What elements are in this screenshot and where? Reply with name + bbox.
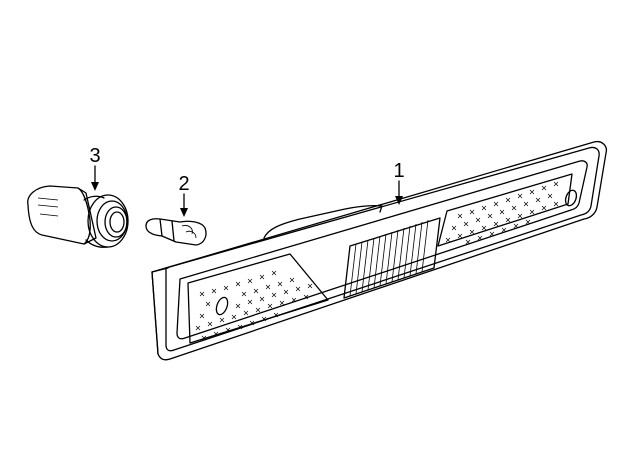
lens-ribs: [349, 219, 429, 297]
reflector-texture-left: [195, 270, 313, 341]
callout-2-label: 2: [178, 173, 189, 195]
callout-3: 3: [89, 145, 101, 191]
reflector-texture-right: [445, 181, 559, 245]
wedge-bulb-icon: [145, 218, 207, 246]
callout-1: 1: [393, 160, 405, 205]
callout-1-label: 1: [393, 160, 404, 182]
callout-2: 2: [178, 173, 190, 217]
callout-3-label: 3: [89, 145, 100, 167]
bulb-socket-icon: [27, 185, 129, 248]
side-marker-lamp-icon: [151, 140, 608, 361]
